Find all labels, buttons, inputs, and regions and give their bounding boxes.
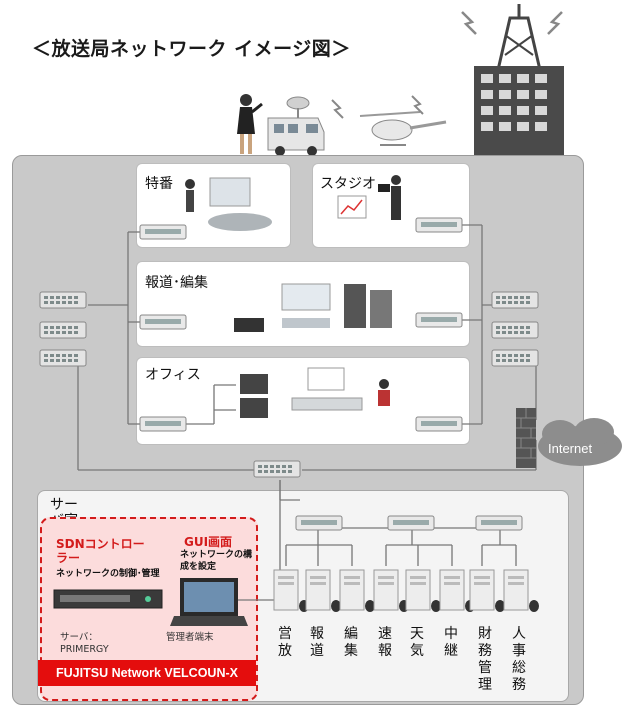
panel-tokuban-label: 特番 [145, 176, 173, 192]
core-switch-icon [39, 291, 87, 309]
admin-terminal-label: 管理者端末 [166, 632, 214, 643]
broadcast-tower-icon [461, 4, 564, 156]
laptop-icon [170, 578, 248, 626]
panel-office-label: オフィス [145, 367, 201, 383]
server-model: PRIMERGY [60, 644, 109, 655]
firewall-icon [516, 408, 536, 468]
office-scene-icon [240, 367, 390, 418]
dept-label: 人事総務 [512, 626, 526, 693]
cloud-icon [538, 418, 622, 466]
server-label: サーバ： [60, 632, 98, 643]
studio-scene-icon [337, 175, 401, 220]
helicopter-icon [359, 95, 447, 146]
meeting-scene-icon [185, 177, 272, 231]
dept-label: 財務管理 [478, 626, 492, 693]
dept-label: 報道 [310, 626, 324, 659]
panel-houdou [136, 261, 470, 347]
sdn-controller-desc: ネットワークの制御･管理 [56, 569, 160, 579]
ob-van-icon [267, 96, 344, 156]
core-switch-icon [491, 291, 539, 309]
gui-screen-title: GUI画面 [184, 535, 233, 549]
dept-label: 天気 [410, 626, 424, 659]
editing-room-icon [234, 283, 392, 332]
dept-label: 営放 [278, 626, 292, 659]
core-switch-icon [39, 321, 87, 339]
product-name-band: FUJITSU Network VELCOUN-X [38, 660, 256, 686]
dept-label: 編集 [344, 626, 358, 659]
sdn-controller-title: SDNコントローラー [56, 537, 145, 565]
core-switch-icon [39, 349, 87, 367]
reporter-icon [237, 94, 263, 154]
rack-server-icon [53, 589, 163, 609]
panel-houdou-label: 報道･編集 [145, 275, 208, 291]
internet-label: Internet [548, 441, 593, 456]
page-title: ＜放送局ネットワーク イメージ図＞ [32, 38, 351, 60]
core-switch-icon [491, 321, 539, 339]
panel-studio-label: スタジオ [320, 176, 376, 192]
gui-screen-desc: ネットワークの構成を設定 [180, 550, 253, 572]
dept-label: 中継 [444, 626, 458, 659]
dept-label: 速報 [378, 626, 392, 659]
core-switch-icon [491, 349, 539, 367]
